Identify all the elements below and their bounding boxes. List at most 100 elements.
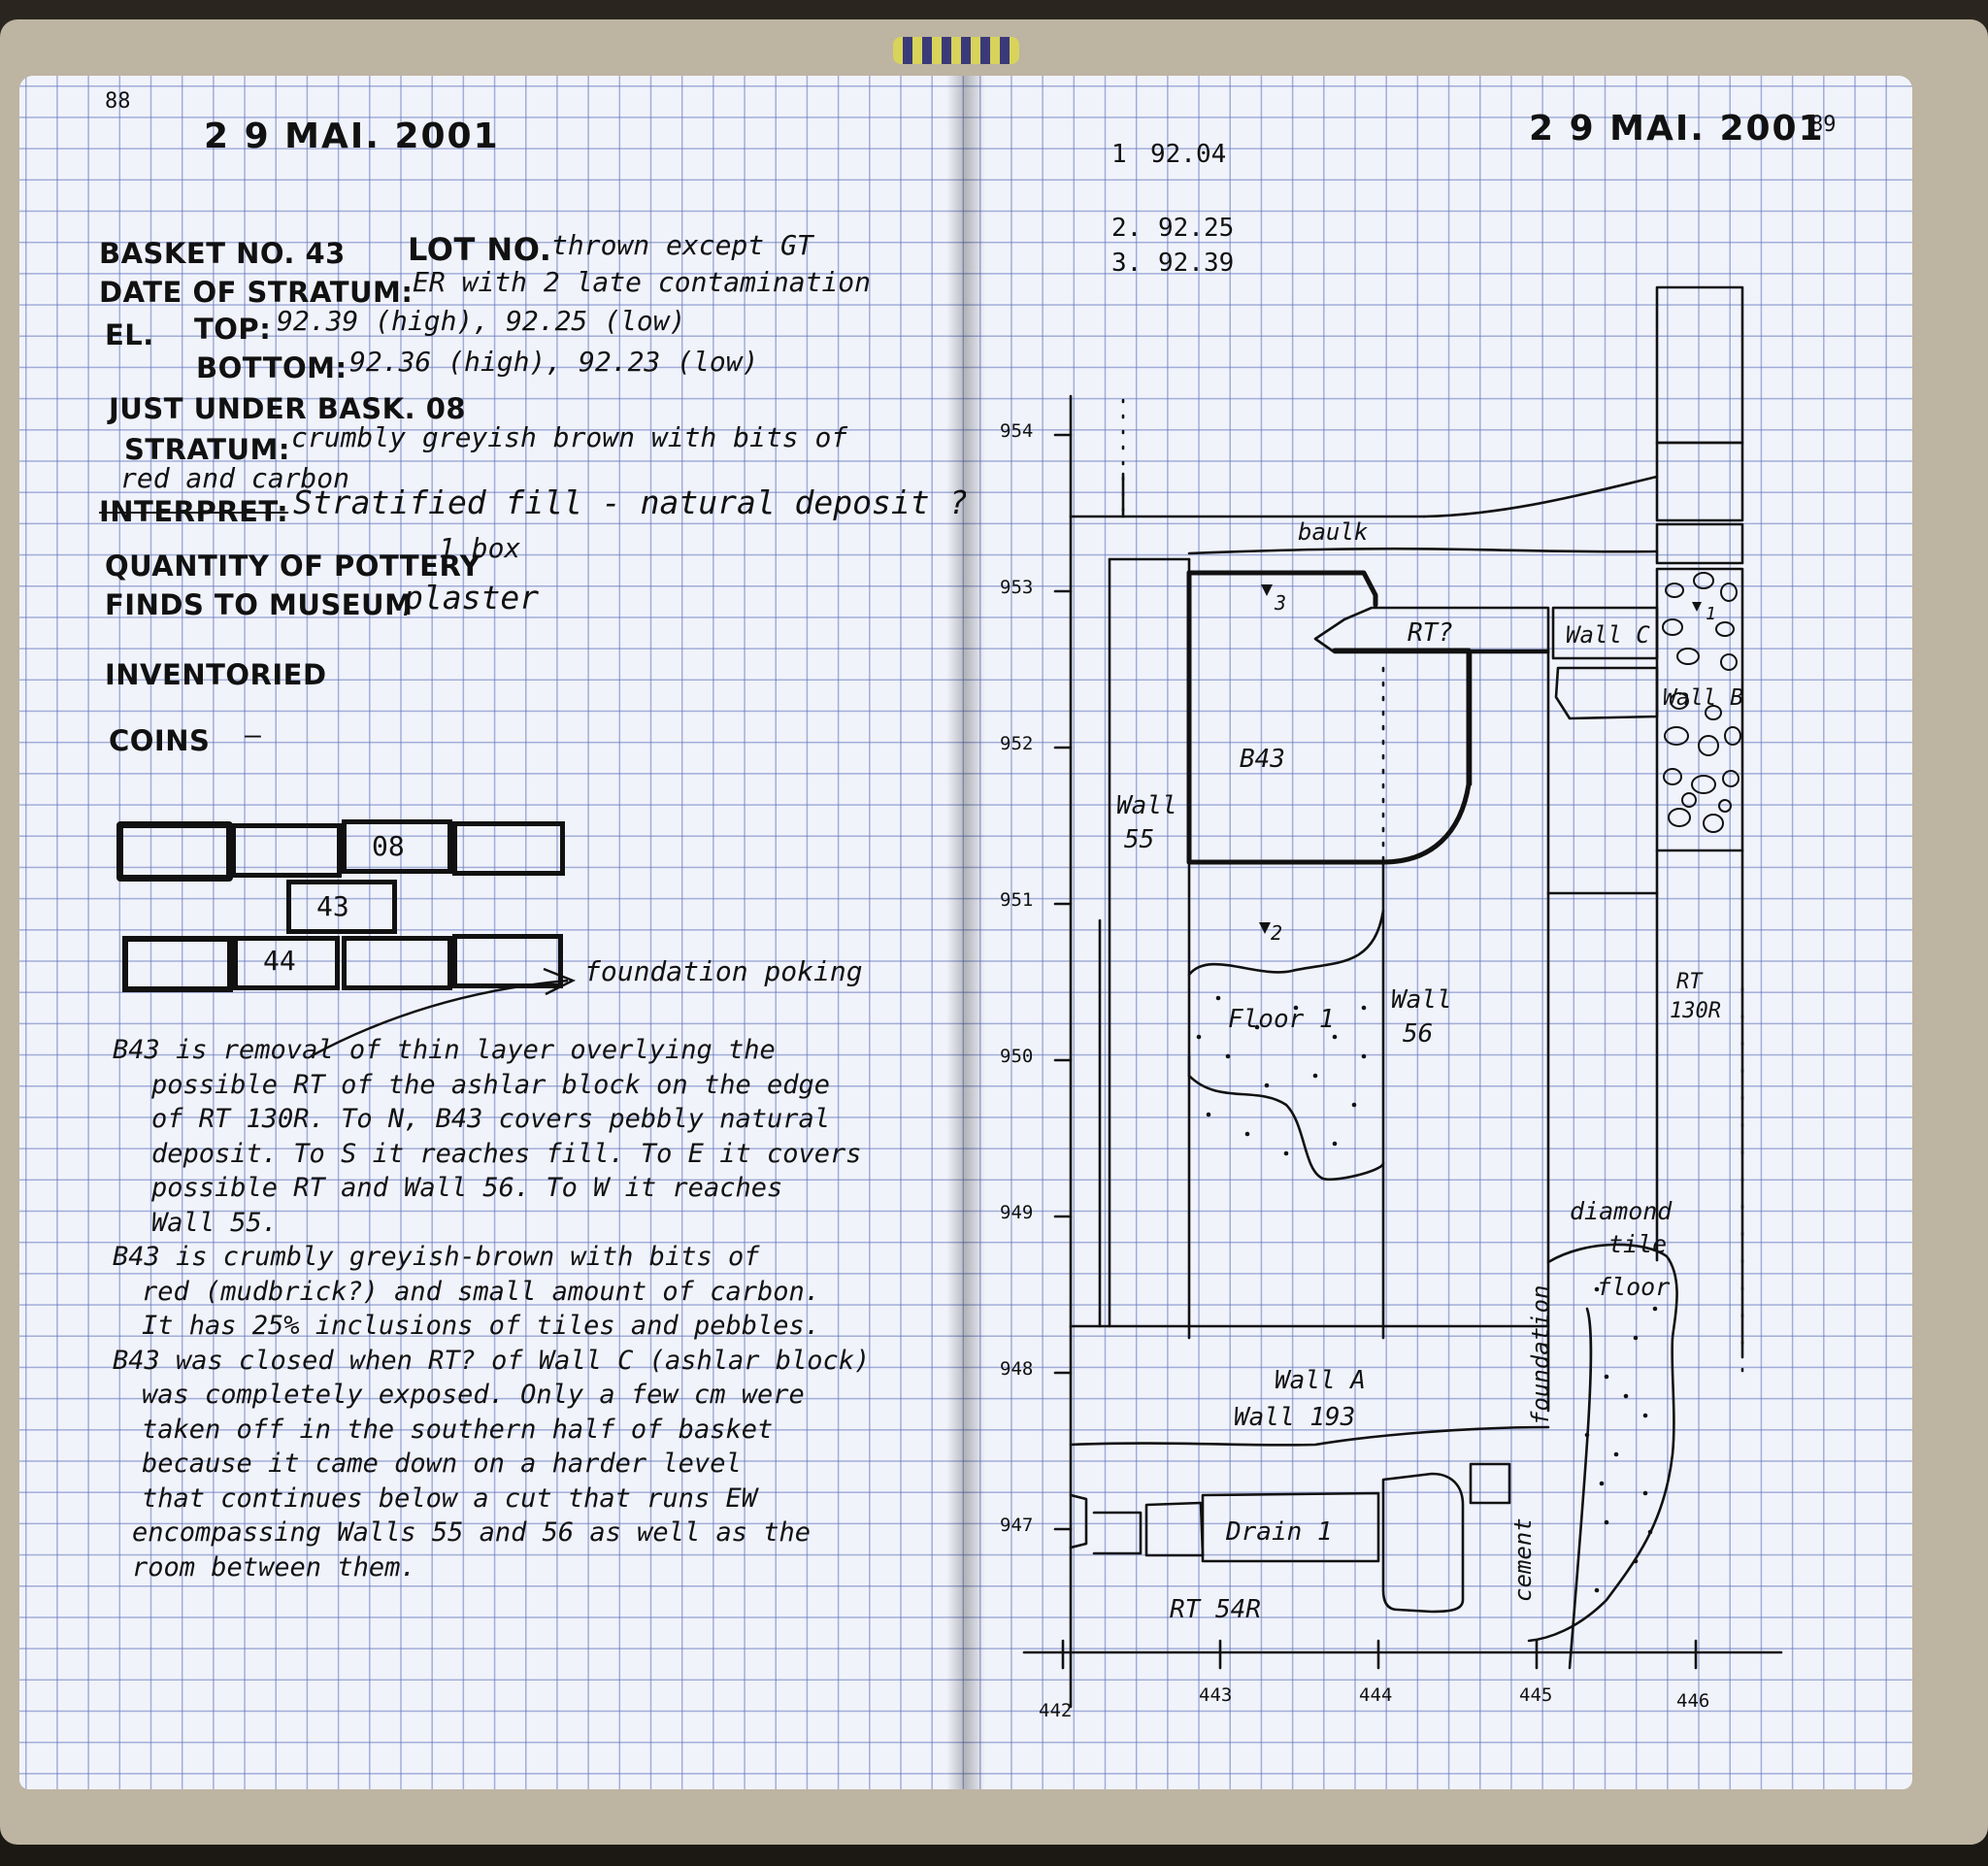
bottom-label: BOTTOM:: [196, 351, 348, 384]
diamond-floor-edge: [1527, 1243, 1678, 1643]
narrative-line: taken off in the southern half of basket: [142, 1414, 774, 1445]
narrative-line: B43 was closed when RT? of Wall C (ashla…: [113, 1345, 871, 1376]
wall-b-block-2: [1655, 441, 1744, 522]
foundation-label: foundation: [1527, 1285, 1554, 1426]
marker-2-label: 2: [1271, 921, 1282, 945]
finds-to-museum-label: FINDS TO MUSEUM: [105, 588, 414, 621]
elevation-value: 92.25: [1158, 214, 1235, 243]
stone: [1662, 618, 1683, 636]
narrative-line: encompassing Walls 55 and 56 as well as …: [132, 1517, 811, 1548]
stone: [1698, 735, 1719, 756]
date-of-stratum-value: ER with 2 late contamination: [413, 266, 872, 298]
arrow-note: foundation poking: [584, 955, 863, 987]
box-row1-4: [452, 821, 565, 876]
narrative-line: of RT 130R. To N, B43 covers pebbly natu…: [151, 1104, 830, 1134]
site-plan: 954 953 952 951 950 949 948 947 442 443 …: [1000, 285, 1783, 1721]
box-row3-4: [452, 934, 563, 988]
stone: [1663, 768, 1682, 785]
stone: [1718, 799, 1732, 813]
stone: [1676, 648, 1700, 665]
marker-3-label: 3: [1274, 591, 1286, 615]
wall-b-label: Wall B: [1663, 685, 1743, 711]
lot-label: LOT NO.: [408, 231, 552, 268]
date-of-stratum-label: DATE OF STRATUM:: [99, 276, 414, 309]
stone: [1703, 814, 1724, 833]
box-row3-3: [342, 936, 452, 990]
wall-56-east: [1469, 649, 1550, 1413]
finds-to-museum-value: plaster: [404, 579, 540, 616]
coins-value: —: [245, 718, 261, 750]
narrative-line: B43 is removal of thin layer overlying t…: [113, 1035, 776, 1065]
stone: [1665, 583, 1684, 598]
x-tick-label: 446: [1676, 1690, 1709, 1712]
stone: [1715, 621, 1735, 637]
stone: [1668, 808, 1691, 827]
interpret-value: Stratified fill - natural deposit ?: [293, 483, 966, 521]
right-page: 89 2 9 MAI. 2001 1 92.04 2. 92.25 3. 92.…: [966, 76, 1912, 1789]
bookmark-ribbon: [893, 37, 1019, 64]
box-row3-2: 44: [233, 936, 340, 990]
marker-1-label: 1: [1706, 604, 1716, 624]
pottery-value: 1 box: [439, 532, 521, 564]
marker-3-triangle: [1261, 584, 1273, 596]
narrative-line: deposit. To S it reaches fill. To E it c…: [151, 1138, 862, 1169]
inventoried-label: INVENTORIED: [105, 658, 327, 691]
y-tick-label: 948: [1000, 1358, 1033, 1380]
box-row1-2: [231, 823, 342, 878]
narrative-line: Wall 55.: [151, 1207, 279, 1238]
b43-east: [1332, 648, 1472, 865]
y-tick-label: 950: [1000, 1046, 1033, 1067]
x-tick-label: 444: [1359, 1684, 1392, 1706]
baulk-lower-line: [1187, 547, 1659, 555]
stratum-value-cont: red and carbon: [120, 462, 350, 494]
x-tick-label: 443: [1199, 1684, 1232, 1706]
date-stamp: 2 9 MAI. 2001: [204, 117, 500, 156]
elevation-num: 2.: [1111, 214, 1143, 243]
basket-boxes: 08 43 44: [87, 814, 592, 1105]
diamond-tile-floor-label: diamond: [1570, 1197, 1673, 1225]
narrative-line: possible RT of the ashlar block on the e…: [151, 1069, 830, 1100]
wall-a-label: Wall A: [1275, 1366, 1366, 1395]
b43-top: [1186, 570, 1378, 608]
date-stamp: 2 9 MAI. 2001: [1529, 109, 1825, 149]
y-tick-label: 951: [1000, 889, 1033, 911]
left-page: 88 2 9 MAI. 2001 BASKET NO. 43 LOT NO. t…: [19, 76, 966, 1789]
basket-label: BASKET NO. 43: [99, 237, 346, 270]
y-tick-label: 954: [1000, 420, 1033, 442]
diamond-tile-floor-label: tile: [1608, 1230, 1667, 1258]
rt-question-block: [1313, 606, 1550, 654]
stone: [1724, 726, 1741, 746]
wall-56-label: Wall: [1391, 985, 1452, 1015]
stone: [1720, 583, 1738, 602]
page-number: 89: [1810, 113, 1837, 137]
narrative-line: was completely exposed. Only a few cm we…: [142, 1380, 805, 1410]
wall-b-block-3: [1655, 522, 1744, 565]
wall-a-south: [1069, 1425, 1550, 1447]
drain-stone: [1069, 1493, 1088, 1549]
bottom-value: 92.36 (high), 92.23 (low): [349, 346, 759, 378]
stone: [1722, 770, 1740, 787]
y-tick-label: 952: [1000, 733, 1033, 754]
narrative-line: room between them.: [132, 1551, 416, 1583]
narrative: B43 is removal of thin layer overlying t…: [113, 1033, 870, 1584]
cement-label: cement: [1509, 1517, 1537, 1602]
wall-55-label: Wall: [1116, 791, 1177, 820]
floor1-south-edge: [1187, 1074, 1385, 1182]
stratum-label: STRATUM:: [124, 433, 290, 466]
arrow-drawing: [310, 967, 577, 1058]
x-tick-label: 445: [1519, 1684, 1552, 1706]
drain-stone: [1092, 1511, 1143, 1555]
box-row2-1: 43: [286, 880, 397, 934]
coins-label: COINS: [109, 724, 211, 757]
stone: [1664, 726, 1689, 746]
cement-block: [1469, 1462, 1511, 1505]
marker-2-triangle: [1259, 922, 1271, 934]
top-value: 92.39 (high), 92.25 (low): [277, 305, 686, 337]
y-tick-label: 949: [1000, 1202, 1033, 1223]
stone: [1720, 653, 1738, 671]
page-number: 88: [105, 89, 131, 114]
rt-130r-label: RT: [1676, 970, 1704, 994]
wall-56-label: 56: [1403, 1019, 1433, 1049]
y-tick-label: 953: [1000, 577, 1033, 598]
rt-54r-label: RT 54R: [1170, 1595, 1261, 1624]
